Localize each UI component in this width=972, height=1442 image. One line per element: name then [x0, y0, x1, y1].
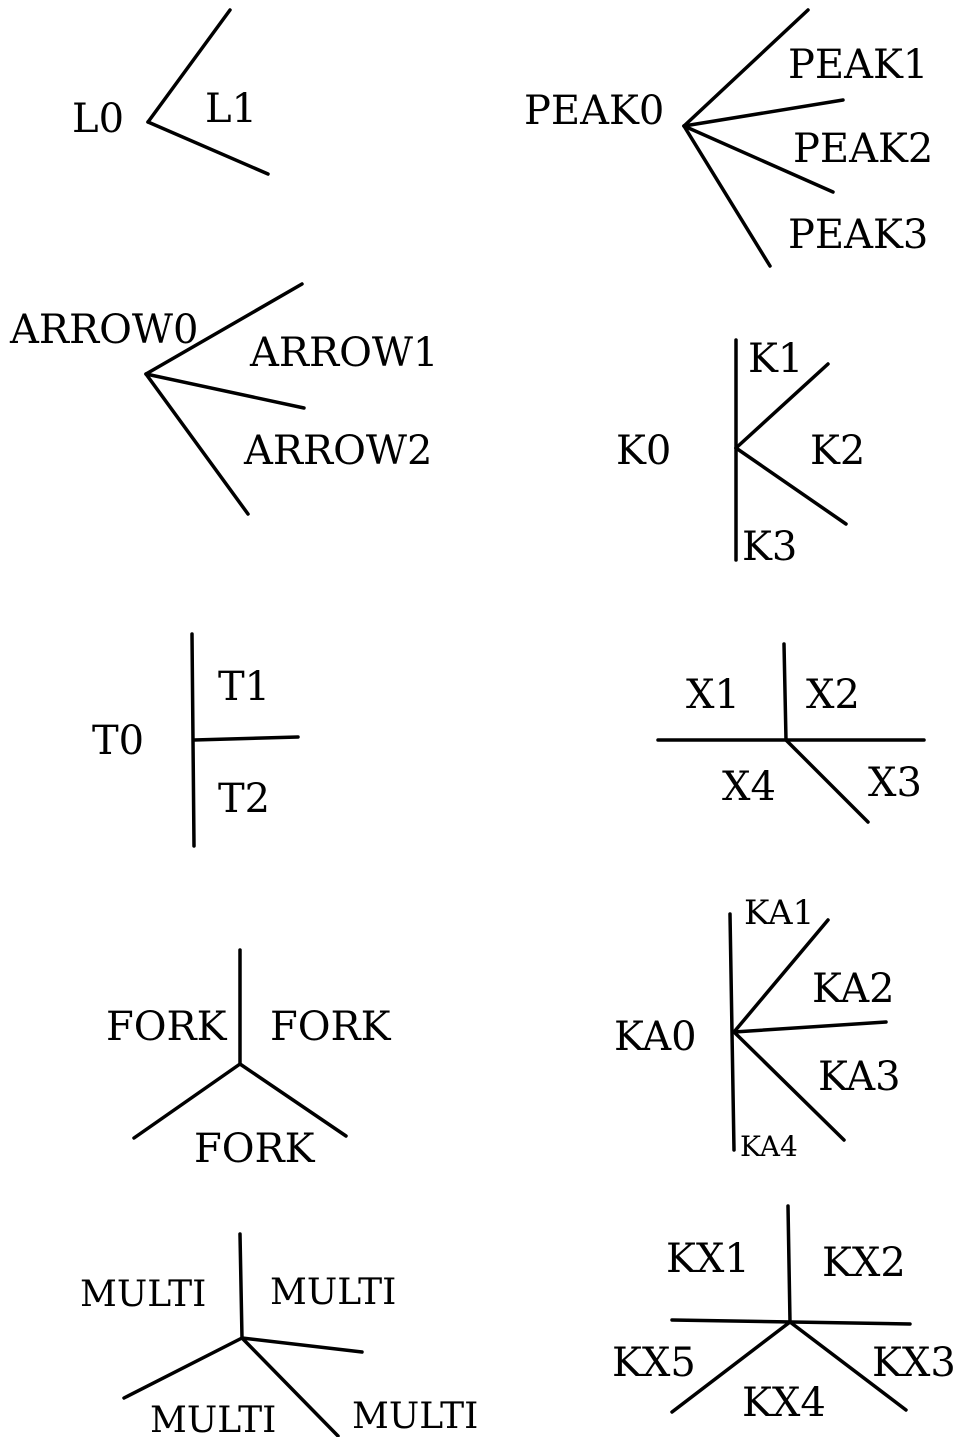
- label-k1: K1: [748, 336, 803, 382]
- label-fork-left: FORK: [106, 1004, 228, 1050]
- label-kx3: KX3: [872, 1340, 956, 1386]
- label-ka4: KA4: [740, 1130, 798, 1163]
- label-fork-right: FORK: [270, 1004, 392, 1050]
- peak-junction: PEAK0 PEAK1 PEAK2 PEAK3: [524, 8, 933, 268]
- label-ka2: KA2: [812, 966, 895, 1012]
- multi-junction: MULTI MULTI MULTI MULTI: [80, 1232, 478, 1441]
- x-vertical: [782, 642, 788, 742]
- t-crossbar: [192, 735, 300, 742]
- label-multi-lower-left: MULTI: [150, 1400, 276, 1437]
- label-x1: X1: [686, 672, 740, 718]
- label-x3: X3: [868, 760, 922, 806]
- arrow-stroke-3: [144, 372, 250, 516]
- peak-stroke-3: [682, 124, 835, 194]
- label-t1: T1: [218, 664, 270, 710]
- label-fork-bottom: FORK: [194, 1126, 316, 1172]
- fork-stroke-right: [238, 1062, 348, 1138]
- label-k2: K2: [810, 428, 865, 474]
- multi-stroke-diagonal: [240, 1336, 340, 1438]
- kx-junction: KX1 KX2 KX5 KX4 KX3: [612, 1204, 956, 1426]
- label-t0: T0: [92, 718, 144, 764]
- k-junction: K0 K1 K2 K3: [616, 336, 865, 570]
- l-stroke-upper: [146, 8, 232, 124]
- l-junction: L0 L1: [72, 8, 270, 176]
- fork-stroke-left: [132, 1062, 242, 1140]
- label-arrow2: ARROW2: [243, 428, 432, 474]
- label-peak1: PEAK1: [788, 42, 928, 88]
- label-k3: K3: [742, 524, 797, 570]
- arrow-stroke-2: [144, 372, 306, 410]
- x-junction: X1 X2 X4 X3: [656, 642, 926, 824]
- label-peak3: PEAK3: [788, 212, 928, 258]
- multi-stem: [238, 1232, 244, 1340]
- label-l1: L1: [205, 86, 257, 132]
- label-x4: X4: [722, 764, 776, 810]
- label-l0: L0: [72, 96, 124, 142]
- label-arrow0: ARROW0: [9, 307, 198, 353]
- label-kx2: KX2: [822, 1240, 906, 1286]
- t-junction: T0 T1 T2: [92, 632, 300, 848]
- label-k0: K0: [616, 428, 671, 474]
- label-multi-lower-right: MULTI: [352, 1396, 478, 1437]
- label-ka0: KA0: [614, 1014, 697, 1060]
- label-kx4: KX4: [742, 1380, 826, 1426]
- ka-stroke-3: [732, 1030, 846, 1142]
- kx-stem: [786, 1204, 792, 1324]
- label-kx1: KX1: [666, 1236, 750, 1282]
- k-stroke-upper: [734, 362, 830, 450]
- label-arrow1: ARROW1: [249, 330, 438, 376]
- k-stroke-lower: [734, 446, 848, 526]
- ka-stroke-1: [732, 918, 830, 1034]
- ka-stroke-2: [732, 1020, 888, 1034]
- ka-stem: [728, 912, 736, 1152]
- label-peak0: PEAK0: [524, 88, 664, 134]
- label-kx5: KX5: [612, 1340, 696, 1386]
- arrow-stroke-1: [144, 282, 304, 376]
- peak-stroke-4: [682, 124, 772, 268]
- label-peak2: PEAK2: [793, 126, 933, 172]
- label-x2: X2: [806, 672, 860, 718]
- l-stroke-lower: [146, 120, 270, 176]
- kx-stroke-right: [788, 1320, 908, 1412]
- label-t2: T2: [218, 776, 270, 822]
- multi-stroke-left: [122, 1336, 244, 1400]
- arrow-junction: ARROW0 ARROW1 ARROW2: [9, 282, 438, 516]
- peak-stroke-1: [682, 8, 810, 128]
- label-ka3: KA3: [818, 1054, 901, 1100]
- label-multi-upper-right: MULTI: [270, 1272, 396, 1313]
- fork-junction: FORK FORK FORK: [106, 948, 392, 1172]
- ka-junction: KA0 KA1 KA2 KA3 KA4: [614, 893, 901, 1163]
- x-diagonal: [784, 738, 870, 824]
- kx-stroke-left: [670, 1320, 792, 1414]
- multi-stroke-right: [240, 1336, 364, 1354]
- label-multi-upper-left: MULTI: [80, 1274, 206, 1315]
- peak-stroke-2: [682, 98, 845, 128]
- label-ka1: KA1: [744, 893, 814, 933]
